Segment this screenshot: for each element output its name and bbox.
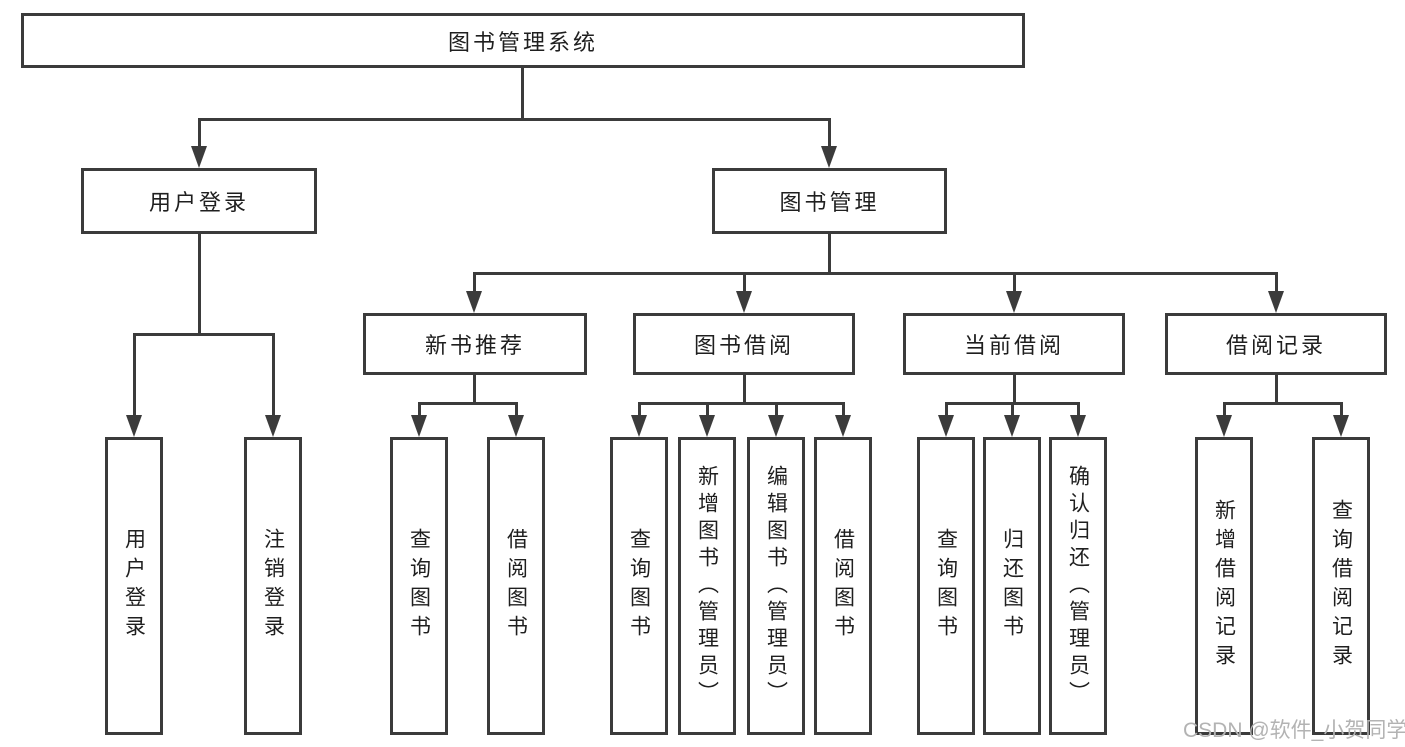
arrowhead-down-icon (1216, 415, 1232, 437)
node-new-book-recommend: 新书推荐 (363, 313, 587, 375)
arrowhead-down-icon (466, 291, 482, 313)
leaf-borrow-query: 查询图书 (610, 437, 668, 735)
leaf-current-query-label: 查询图书 (934, 528, 958, 644)
connector-line (743, 375, 746, 405)
leaf-current-confirm-admin-label: 确认归还（管理员） (1066, 464, 1090, 708)
leaf-borrow-borrow-label: 借阅图书 (831, 528, 855, 644)
connector-line (638, 402, 641, 420)
connector-line (133, 333, 136, 419)
node-current-borrow: 当前借阅 (903, 313, 1125, 375)
connector-line (1077, 402, 1080, 420)
leaf-records-query-label: 查询借阅记录 (1329, 499, 1353, 673)
connector-line (473, 272, 1278, 275)
connector-line (198, 234, 201, 336)
node-user-login-label: 用户登录 (148, 190, 249, 215)
leaf-newbook-borrow: 借阅图书 (487, 437, 545, 735)
connector-line (1013, 375, 1016, 405)
leaf-records-query: 查询借阅记录 (1312, 437, 1370, 735)
arrowhead-down-icon (938, 415, 954, 437)
connector-line (1223, 402, 1226, 420)
connector-line (418, 402, 421, 420)
leaf-logout-label: 注销登录 (261, 528, 285, 644)
node-borrow-records-label: 借阅记录 (1225, 333, 1326, 358)
leaf-current-query: 查询图书 (917, 437, 975, 735)
node-borrow-records: 借阅记录 (1165, 313, 1387, 375)
connector-line (945, 402, 948, 420)
leaf-records-add: 新增借阅记录 (1195, 437, 1253, 735)
leaf-borrow-edit-admin: 编辑图书（管理员） (747, 437, 805, 735)
arrowhead-down-icon (699, 415, 715, 437)
arrowhead-down-icon (1333, 415, 1349, 437)
connector-line (418, 402, 518, 405)
arrowhead-down-icon (265, 415, 281, 437)
arrowhead-down-icon (736, 291, 752, 313)
connector-line (842, 402, 845, 420)
connector-line (1013, 272, 1016, 296)
connector-line (473, 375, 476, 405)
leaf-newbook-query-label: 查询图书 (407, 528, 431, 644)
leaf-current-confirm-admin: 确认归还（管理员） (1049, 437, 1107, 735)
node-book-borrow-label: 图书借阅 (693, 333, 794, 358)
leaf-borrow-add-admin-label: 新增图书（管理员） (695, 464, 719, 708)
connector-line (1275, 375, 1278, 405)
connector-line (775, 402, 778, 420)
arrowhead-down-icon (411, 415, 427, 437)
connector-line (1223, 402, 1343, 405)
arrowhead-down-icon (191, 146, 207, 168)
leaf-current-return: 归还图书 (983, 437, 1041, 735)
leaf-borrow-add-admin: 新增图书（管理员） (678, 437, 736, 735)
connector-line (828, 234, 831, 272)
connector-line (828, 118, 831, 150)
leaf-logout: 注销登录 (244, 437, 302, 735)
connector-line (638, 402, 845, 405)
connector-line (521, 68, 524, 118)
connector-line (272, 333, 275, 419)
connector-line (1275, 272, 1278, 296)
connector-line (1011, 402, 1014, 420)
arrowhead-down-icon (1070, 415, 1086, 437)
arrowhead-down-icon (1004, 415, 1020, 437)
arrowhead-down-icon (126, 415, 142, 437)
leaf-newbook-query: 查询图书 (390, 437, 448, 735)
node-new-book-recommend-label: 新书推荐 (424, 333, 525, 358)
node-root-label: 图书管理系统 (447, 29, 598, 55)
leaf-borrow-borrow: 借阅图书 (814, 437, 872, 735)
node-current-borrow-label: 当前借阅 (963, 333, 1064, 358)
connector-line (743, 272, 746, 296)
leaf-user-login: 用户登录 (105, 437, 163, 735)
leaf-borrow-query-label: 查询图书 (627, 528, 651, 644)
node-book-borrow: 图书借阅 (633, 313, 855, 375)
arrowhead-down-icon (508, 415, 524, 437)
arrowhead-down-icon (768, 415, 784, 437)
node-book-management: 图书管理 (712, 168, 947, 234)
node-user-login: 用户登录 (81, 168, 317, 234)
leaf-user-login-label: 用户登录 (122, 528, 146, 644)
node-book-management-label: 图书管理 (779, 190, 880, 215)
connector-line (473, 272, 476, 296)
leaf-current-return-label: 归还图书 (1000, 528, 1024, 644)
leaf-newbook-borrow-label: 借阅图书 (504, 528, 528, 644)
connector-line (198, 118, 201, 150)
arrowhead-down-icon (1268, 291, 1284, 313)
connector-line (515, 402, 518, 420)
watermark: CSDN @软件_小贺同学 (1183, 719, 1405, 742)
node-root: 图书管理系统 (21, 13, 1025, 68)
connector-line (133, 333, 275, 336)
leaf-records-add-label: 新增借阅记录 (1212, 499, 1236, 673)
arrowhead-down-icon (631, 415, 647, 437)
arrowhead-down-icon (821, 146, 837, 168)
connector-line (706, 402, 709, 420)
arrowhead-down-icon (1006, 291, 1022, 313)
arrowhead-down-icon (835, 415, 851, 437)
leaf-borrow-edit-admin-label: 编辑图书（管理员） (764, 464, 788, 708)
connector-line (198, 118, 831, 121)
connector-line (1340, 402, 1343, 420)
